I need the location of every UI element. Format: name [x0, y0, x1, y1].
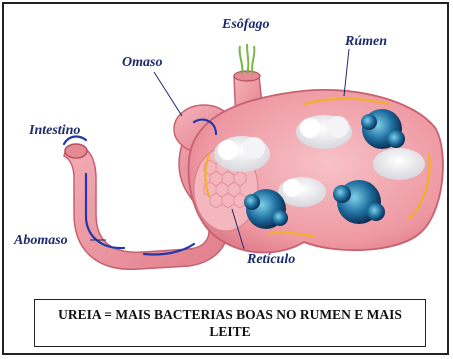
esophagus-feed-arrow-icon: [240, 44, 255, 74]
food-cloud-2: [296, 115, 352, 149]
label-intestino: Intestino: [28, 123, 80, 138]
label-omaso: Omaso: [122, 55, 162, 70]
label-abomaso: Abomaso: [13, 233, 68, 248]
food-cloud-4: [373, 148, 425, 180]
intestine-opening: [65, 144, 87, 158]
leader-line-omaso: [154, 72, 182, 116]
label-esofago: Esôfago: [221, 17, 269, 32]
food-cloud-3: [278, 177, 326, 207]
label-rumen: Rúmen: [344, 34, 387, 49]
leader-line-rumen: [344, 49, 349, 96]
figure-frame: Esôfago Rúmen Omaso Intestino Abomaso Re…: [2, 2, 449, 355]
caption-box: UREIA = MAIS BACTERIAS BOAS NO RUMEN E M…: [34, 299, 426, 347]
food-cloud-1: [214, 136, 270, 172]
label-reticulo: Retículo: [246, 252, 295, 267]
